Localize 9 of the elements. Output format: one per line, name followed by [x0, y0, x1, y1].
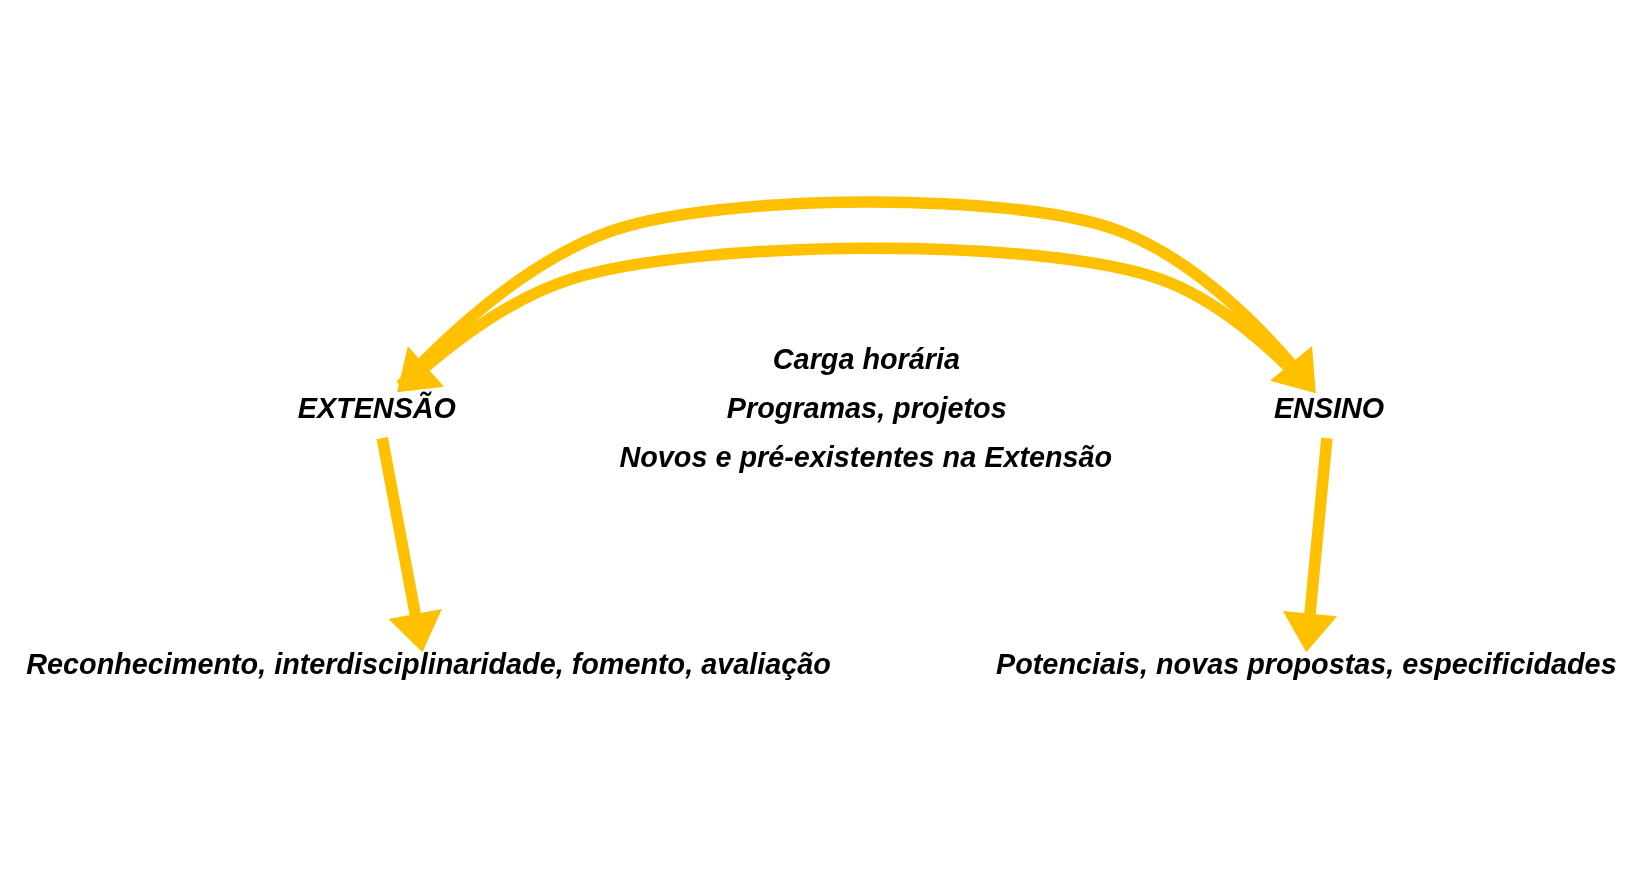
arrow	[1282, 437, 1337, 652]
node-text: EXTENSÃO	[297, 391, 456, 424]
label: Carga horária	[772, 342, 960, 375]
label: Novos e pré-existentes na Extensão	[619, 440, 1112, 473]
node-text: Potenciais, novas propostas, especificidades	[995, 647, 1617, 680]
node-text: Reconhecimento, interdisciplinaridade, fomento, avaliação	[25, 647, 831, 680]
label: Programas, projetos	[726, 391, 1007, 424]
node-text: ENSINO	[1273, 391, 1384, 424]
arrow	[376, 436, 442, 652]
